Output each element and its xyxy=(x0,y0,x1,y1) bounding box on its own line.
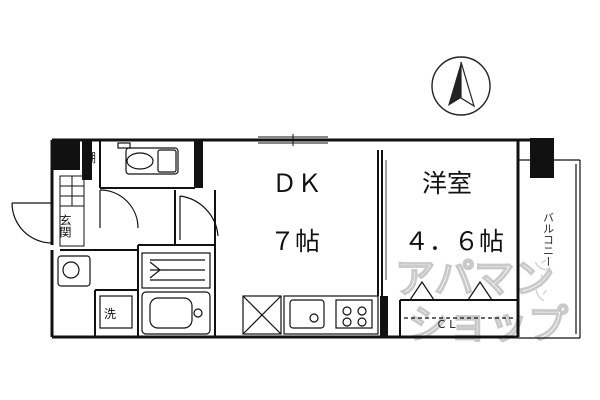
genkan xyxy=(59,175,85,247)
fridge-space xyxy=(242,295,282,335)
toilet-door xyxy=(99,189,139,229)
interior-walls xyxy=(60,140,518,337)
watermark-tag: ゾーン xyxy=(532,258,550,302)
bathtub-icon xyxy=(141,252,211,335)
closet-hangers xyxy=(404,280,514,319)
watermark-main: アパマン xyxy=(395,256,554,302)
top-window xyxy=(258,134,328,146)
shelf-label: 棚 xyxy=(84,150,96,165)
entrance-door xyxy=(11,202,53,244)
washer-space xyxy=(99,295,133,329)
wall-blocks xyxy=(52,138,554,338)
closet-label: ＣＬ xyxy=(436,318,458,331)
north-compass-icon xyxy=(431,56,491,116)
entrance-label: 玄関 xyxy=(58,213,72,238)
watermark-sub: ショップ xyxy=(408,302,568,348)
dk-door xyxy=(179,195,219,240)
western-room-label: 洋室 xyxy=(422,169,472,198)
washer-label: 洗 xyxy=(104,307,116,321)
kitchen-counter xyxy=(283,295,379,335)
watermark: アパマン ショップ ゾーン xyxy=(394,255,568,348)
balcony-label: バルコニー xyxy=(542,212,555,267)
dk-label: ＤＫ xyxy=(272,169,322,198)
dk-size: ７帖 xyxy=(270,227,320,256)
washbasin-icon xyxy=(57,255,91,287)
western-room-size: ４．６帖 xyxy=(404,227,504,256)
toilet-icon xyxy=(117,142,179,175)
outer-walls xyxy=(50,138,530,339)
balcony xyxy=(518,159,581,339)
